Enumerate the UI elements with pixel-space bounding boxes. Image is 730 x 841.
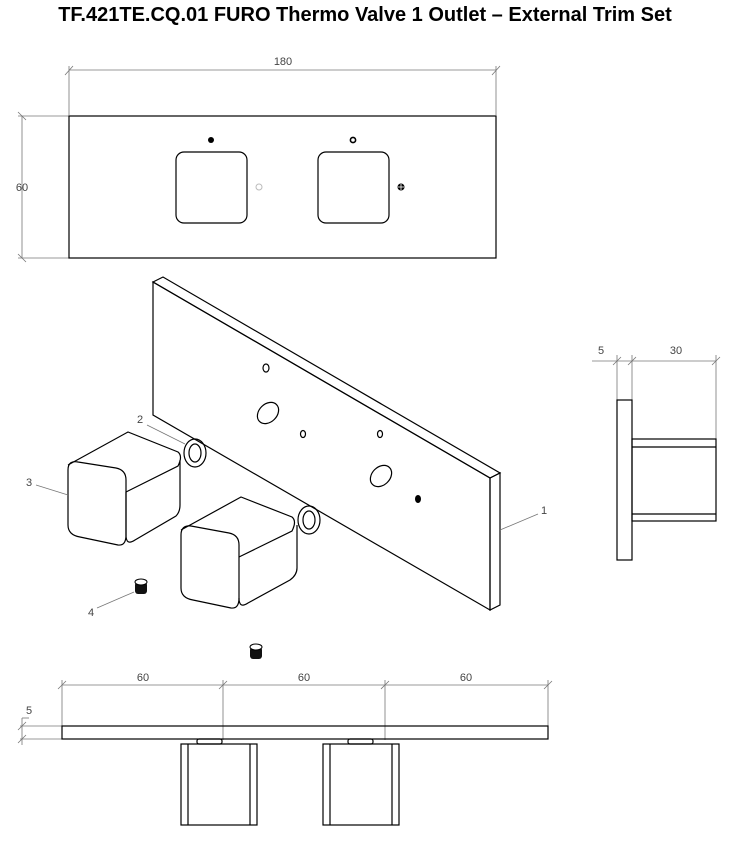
side-view: 5 30 xyxy=(592,345,721,561)
height-dimension: 60 xyxy=(16,182,28,194)
top-handle-right xyxy=(322,743,400,826)
front-handle-right xyxy=(317,151,390,224)
spacing-dimension: 60 xyxy=(298,672,310,684)
front-plate xyxy=(68,115,497,259)
side-plate-dimension: 5 xyxy=(598,345,604,357)
iso-rosette-ring xyxy=(183,438,207,468)
indicator-dot-icon xyxy=(208,137,214,143)
temperature-marker-icon xyxy=(255,183,263,191)
top-handle-left xyxy=(180,743,258,826)
top-plate xyxy=(61,725,549,740)
callout-2: 2 xyxy=(137,414,143,426)
spacing-dimension: 60 xyxy=(460,672,472,684)
top-view: 60 60 60 5 xyxy=(17,672,553,826)
side-handle-dimension: 30 xyxy=(670,345,682,357)
width-dimension: 180 xyxy=(274,56,292,68)
isometric-view: 1 2 3 4 xyxy=(26,276,547,659)
iso-plate-front xyxy=(152,280,491,612)
spacing-dimension: 60 xyxy=(137,672,149,684)
callout-1: 1 xyxy=(541,505,547,517)
front-view: 180 60 xyxy=(16,56,501,263)
iso-handle-cube xyxy=(67,461,127,546)
indicator-ring-icon xyxy=(349,136,357,144)
callout-3: 3 xyxy=(26,477,32,489)
iso-handle-cube xyxy=(180,525,240,609)
front-handle-left xyxy=(175,151,248,224)
top-thickness-dimension: 5 xyxy=(26,705,32,717)
iso-rosette-ring xyxy=(297,505,321,535)
callout-4: 4 xyxy=(88,607,94,619)
side-plate xyxy=(616,399,633,561)
iso-plate-side xyxy=(489,472,501,611)
drawing-title: TF.421TE.CQ.01 FURO Thermo Valve 1 Outle… xyxy=(58,4,672,26)
side-handle xyxy=(631,438,717,522)
